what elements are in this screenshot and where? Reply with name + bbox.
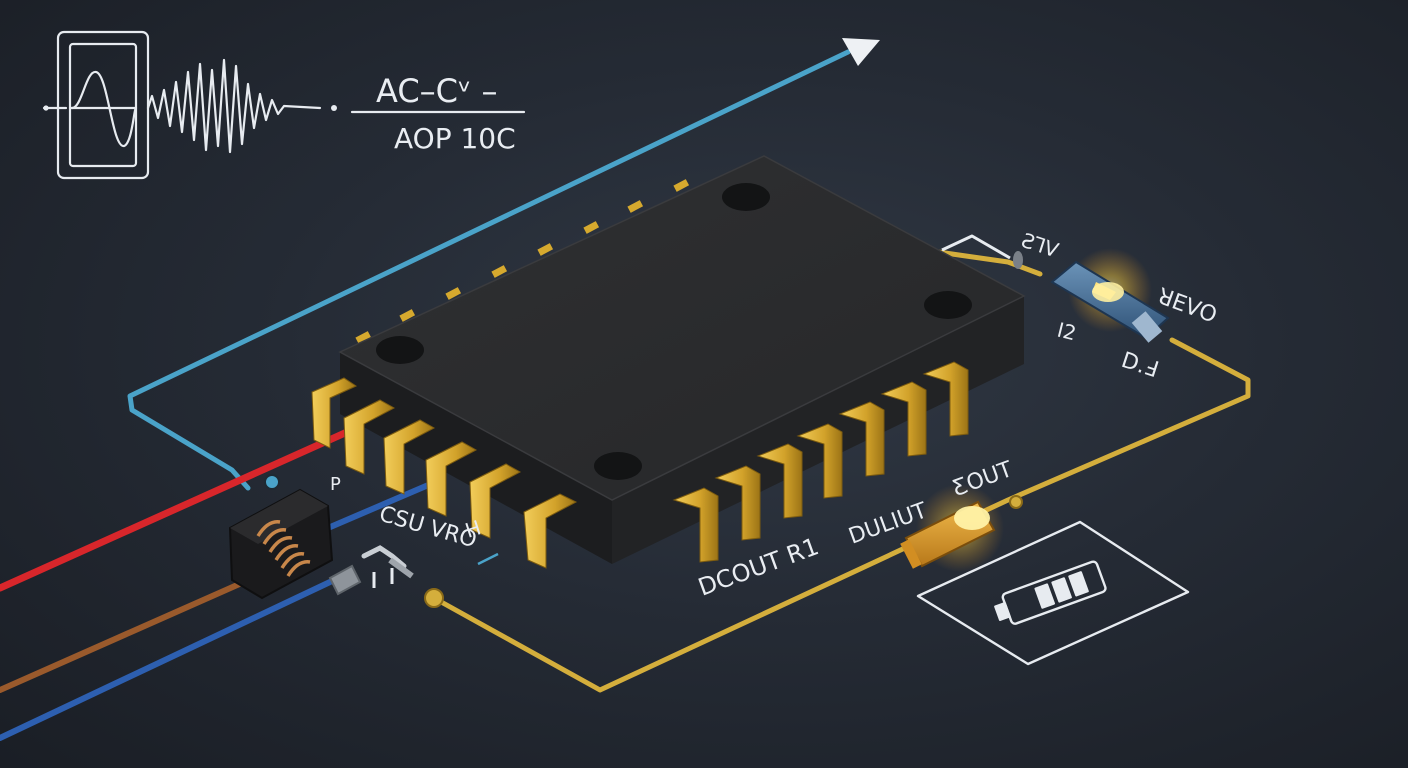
diode-label-c: I2 [1055, 318, 1079, 346]
inductor-icon [228, 488, 334, 600]
chip-pins-back [355, 179, 690, 344]
led-diode-icon [900, 484, 1023, 572]
chip-pins-right [672, 361, 969, 563]
battery-icon [916, 520, 1190, 666]
chip-pins-left [311, 377, 578, 569]
waveform [146, 58, 526, 154]
diode-label-a: ƧꓶV [1018, 228, 1061, 263]
output-wire-gold [431, 249, 1251, 693]
diode-icon [1013, 248, 1170, 343]
signal-wire-cyan [127, 38, 880, 491]
h-label: H [462, 515, 484, 542]
h-tick [477, 552, 499, 566]
pin-label-p: P [330, 474, 341, 495]
arrow-head-icon [842, 38, 880, 66]
diode-label-d: D.Ⅎ [1118, 348, 1161, 383]
wire-connector [328, 545, 444, 608]
formula-numerator: AC–Cᵛ – [376, 72, 498, 110]
input-wires [0, 424, 443, 741]
formula-denominator: AOP 10C [394, 122, 516, 155]
oscilloscope-icon [42, 30, 150, 180]
